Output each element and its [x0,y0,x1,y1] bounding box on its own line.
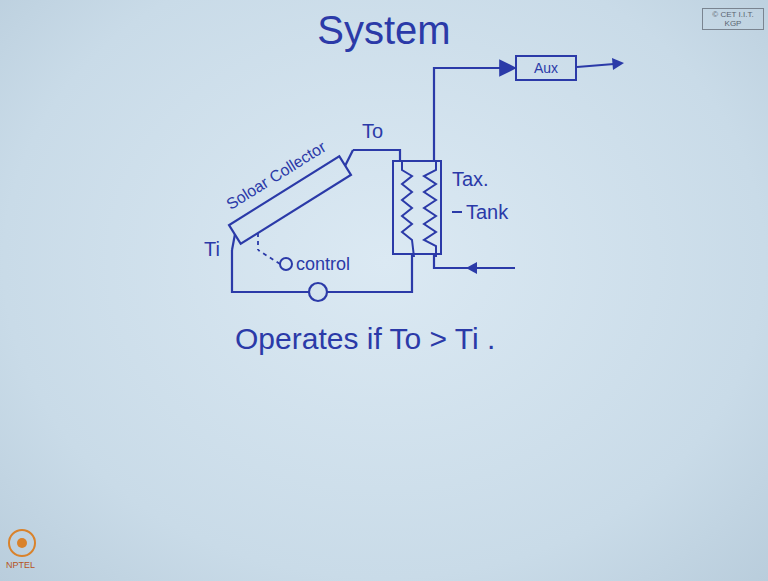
pipe-connector [434,68,515,160]
node-text: control [296,252,350,276]
nptel-logo-core [17,538,27,548]
node-text: Aux [534,57,558,79]
collector-coil [402,162,414,257]
collector-outlet-pipe [345,150,353,166]
pipe-connector [353,150,400,160]
outlet-pipe [577,64,614,67]
inlet-temperature: Ti [204,238,220,261]
nptel-logo [9,530,35,556]
storage-tank: Tank [392,160,442,255]
pump-symbol [309,283,327,301]
outlet-arrowhead [612,58,624,70]
control-signal-line [258,250,280,264]
controller-symbol [280,258,292,270]
controller: control [280,252,355,276]
label-dash [452,211,462,213]
solar-collector: Soloar Collector [228,140,353,250]
diagram-title: System [0,6,768,54]
storage-tank-shape [394,162,444,257]
node-text: Tank [466,200,508,224]
outlet-temperature: To [362,120,383,143]
sensor-lead [257,233,259,250]
water-coil [424,162,436,257]
auxiliary-heater: Aux [515,55,577,81]
nptel-watermark: NPTEL [6,560,35,570]
operating-condition: Operates if To > Ti . [235,322,495,356]
collector-inlet-pipe [232,234,235,250]
controller-shape [280,252,281,276]
copyright-watermark: © CET I.I.T. KGP [702,8,764,30]
inlet-arrowhead [466,262,477,274]
node-text: Soloar Collector [223,137,330,214]
tank-temperature: Tax. [452,168,489,191]
